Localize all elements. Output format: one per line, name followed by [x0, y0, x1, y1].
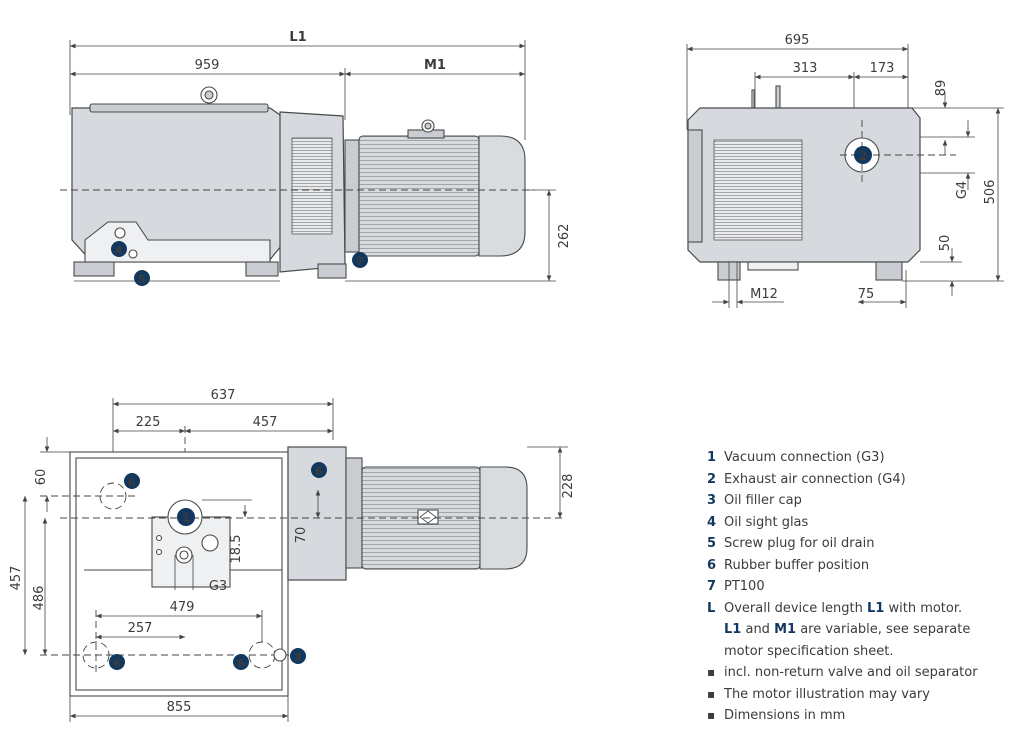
- svg-text:7: 7: [356, 255, 364, 268]
- dim-173: 173: [870, 61, 895, 76]
- legend-l-line3: motor specification sheet.: [724, 643, 894, 659]
- legend-item-6: 6 Rubber buffer position: [707, 555, 1017, 577]
- legend-item-3: 3 Oil filler cap: [707, 490, 1017, 512]
- dim-637: 637: [211, 388, 236, 403]
- dim-959: 959: [195, 58, 220, 73]
- legend-text: Vacuum connection (G3): [724, 450, 885, 465]
- marker-5: 5: [134, 270, 150, 286]
- dim-75: 75: [858, 287, 875, 302]
- legend-num: 1: [707, 450, 717, 465]
- dim-695: 695: [785, 33, 810, 48]
- legend-item-4: 4 Oil sight glas: [707, 512, 1017, 534]
- front-view: 695 313 173 89 G4 506: [686, 33, 1004, 308]
- dim-L1: L1: [289, 30, 306, 45]
- dim-228: 228: [561, 474, 576, 499]
- legend-num: 3: [707, 493, 717, 508]
- bullet-icon: ▪: [707, 708, 716, 722]
- marker-6-c: 6: [109, 654, 125, 670]
- legend-num: L: [707, 600, 716, 616]
- legend-num: 6: [707, 557, 717, 573]
- dim-257: 257: [128, 621, 153, 636]
- marker-4: 4: [111, 241, 127, 257]
- dim-60: 60: [34, 469, 49, 486]
- legend-item-L: L Overall device length L1 with motor. L…: [707, 598, 1017, 663]
- legend-l-line2-post: are variable, see separate: [796, 622, 971, 637]
- dim-262: 262: [557, 224, 572, 249]
- dim-G4: G4: [955, 181, 970, 199]
- svg-text:6: 6: [113, 657, 121, 670]
- marker-6-d: 6: [233, 654, 249, 670]
- legend-num: 5: [707, 536, 717, 551]
- marker-2: 2: [854, 146, 872, 164]
- legend-num: 4: [707, 514, 717, 530]
- svg-text:6: 6: [315, 465, 323, 478]
- side-view: L1 959 M1 262: [60, 30, 572, 286]
- legend-text: Oil sight glas: [724, 514, 809, 530]
- svg-text:2: 2: [859, 149, 867, 163]
- svg-text:5: 5: [138, 273, 146, 286]
- dim-313: 313: [793, 61, 818, 76]
- legend-note: ▪ Dimensions in mm: [707, 705, 1017, 727]
- dim-457-top: 457: [253, 415, 278, 430]
- top-view: 637 225 457 G3 18.5: [9, 388, 576, 722]
- legend-note: ▪ incl. non-return valve and oil separato…: [707, 662, 1017, 684]
- dim-457-left: 457: [9, 566, 24, 591]
- legend-item-7: 7 PT100: [707, 576, 1017, 598]
- dim-70: 70: [294, 527, 309, 544]
- legend-num: 7: [707, 579, 717, 594]
- legend-l-line2-l1: L1: [724, 622, 742, 637]
- svg-text:6: 6: [237, 657, 245, 670]
- dim-225: 225: [136, 415, 161, 430]
- dim-506: 506: [983, 180, 998, 205]
- legend-item-2: 2 Exhaust air connection (G4): [707, 469, 1017, 491]
- dim-486: 486: [32, 586, 47, 611]
- legend-text: Screw plug for oil drain: [724, 536, 875, 551]
- legend-num: 2: [707, 471, 717, 487]
- svg-text:4: 4: [115, 244, 123, 257]
- legend-l-line1-pre: Overall device length: [724, 600, 867, 616]
- legend-l-line1-post: with motor.: [884, 600, 963, 616]
- legend-note-text: incl. non-return valve and oil separator: [724, 665, 978, 680]
- legend-note-text: Dimensions in mm: [724, 708, 846, 723]
- dim-50: 50: [938, 235, 953, 252]
- dim-18-5: 18.5: [229, 535, 244, 564]
- legend-text: PT100: [724, 579, 765, 594]
- legend-l-line2-and: and: [741, 622, 775, 637]
- legend-text: Oil filler cap: [724, 493, 802, 508]
- dim-855: 855: [167, 700, 192, 715]
- legend: 1 Vacuum connection (G3) 2 Exhaust air con…: [707, 447, 1017, 727]
- legend-note: ▪ The motor illustration may vary: [707, 684, 1017, 706]
- marker-7: 7: [352, 252, 368, 268]
- legend-l-line1-l1: L1: [867, 600, 885, 616]
- dim-479: 479: [170, 600, 195, 615]
- dim-M1: M1: [424, 58, 446, 73]
- bullet-icon: ▪: [707, 665, 716, 679]
- dim-89: 89: [934, 80, 949, 97]
- svg-text:1: 1: [182, 511, 190, 525]
- legend-note-text: The motor illustration may vary: [724, 686, 930, 702]
- marker-1: 1: [177, 508, 195, 526]
- legend-l-line2-m1: M1: [774, 622, 797, 637]
- marker-6-a: 6: [124, 473, 140, 489]
- marker-3: 3: [290, 648, 306, 664]
- svg-text:3: 3: [294, 651, 302, 664]
- legend-text: Overall device length L1 with motor. L1 …: [724, 598, 1017, 663]
- bullet-icon: ▪: [707, 686, 716, 701]
- legend-text: Exhaust air connection (G4): [724, 471, 906, 487]
- marker-6-b: 6: [311, 462, 327, 478]
- legend-item-5: 5 Screw plug for oil drain: [707, 533, 1017, 555]
- dim-M12: M12: [750, 287, 778, 302]
- dim-G3: G3: [209, 579, 227, 594]
- legend-item-1: 1 Vacuum connection (G3): [707, 447, 1017, 469]
- svg-text:6: 6: [128, 476, 136, 489]
- legend-text: Rubber buffer position: [724, 557, 870, 573]
